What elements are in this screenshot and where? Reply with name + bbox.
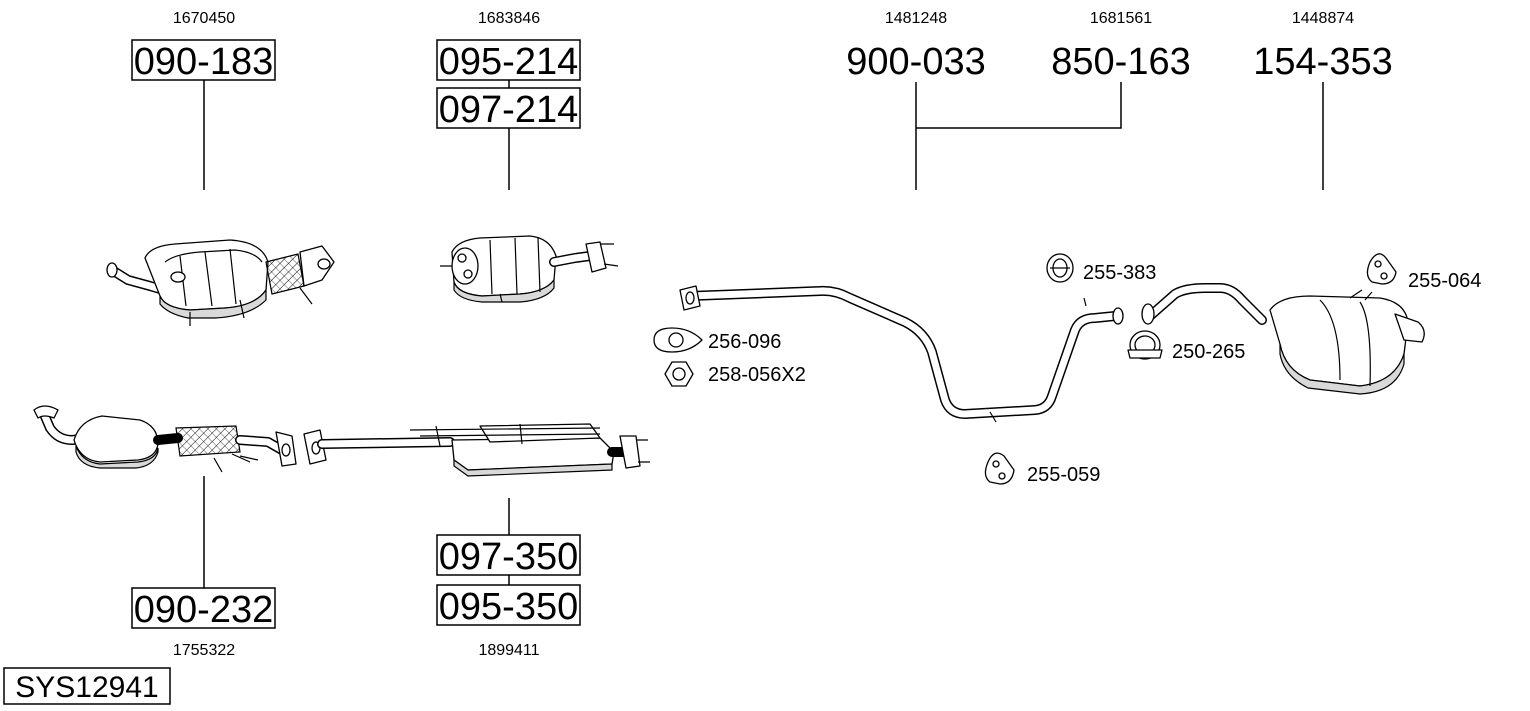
part-code-090-232[interactable]: 090-232: [134, 589, 273, 631]
accessory-256-096[interactable]: 256-096: [708, 331, 781, 353]
middle-pipe-illustration: [679, 285, 1124, 423]
particulate-filter-illustration-095-214: [440, 235, 619, 303]
hanger-icon: [1366, 253, 1397, 285]
system-id: SYS12941: [15, 671, 158, 704]
part-code-850-163[interactable]: 850-163: [1051, 41, 1190, 83]
part-code-900-033[interactable]: 900-033: [846, 41, 985, 83]
rear-muffler-illustration: [1141, 283, 1425, 395]
ref-1755322: 1755322: [173, 642, 235, 659]
leader-line-900-033-850-163: [915, 82, 1122, 190]
part-code-095-350[interactable]: 095-350: [439, 586, 578, 628]
particulate-filter-pipe-illustration-097-350: [303, 423, 650, 477]
hanger-icon: [984, 452, 1015, 485]
part-code-090-183[interactable]: 090-183: [134, 41, 273, 83]
gasket-icon: [653, 327, 703, 353]
ref-1683846: 1683846: [478, 10, 540, 27]
ref-1899411: 1899411: [478, 642, 539, 659]
part-code-097-350[interactable]: 097-350: [439, 536, 578, 578]
clamp-icon: [1127, 330, 1163, 360]
part-box-090-232[interactable]: [131, 587, 276, 629]
ref-1448874: 1448874: [1292, 10, 1354, 27]
accessory-250-265[interactable]: 250-265: [1172, 341, 1245, 363]
front-pipe-catalyst-illustration-090-232: [33, 405, 297, 473]
catalytic-converter-illustration-090-183: [106, 239, 335, 326]
nut-icon: [664, 361, 694, 387]
system-id-box: [3, 667, 171, 705]
accessory-255-064[interactable]: 255-064: [1408, 270, 1481, 292]
rubber-mount-icon: [1046, 253, 1074, 283]
ref-1681561: 1681561: [1090, 10, 1152, 27]
part-code-097-214[interactable]: 097-214: [439, 89, 578, 131]
ref-1481248: 1481248: [885, 10, 947, 27]
part-code-154-353[interactable]: 154-353: [1253, 41, 1392, 83]
ref-1670450: 1670450: [173, 10, 235, 27]
accessory-255-383[interactable]: 255-383: [1083, 262, 1156, 284]
accessory-258-056X2[interactable]: 258-056X2: [708, 364, 806, 386]
part-code-095-214[interactable]: 095-214: [439, 41, 578, 83]
accessory-255-059[interactable]: 255-059: [1027, 464, 1100, 486]
part-box-095-350[interactable]: [436, 584, 581, 626]
